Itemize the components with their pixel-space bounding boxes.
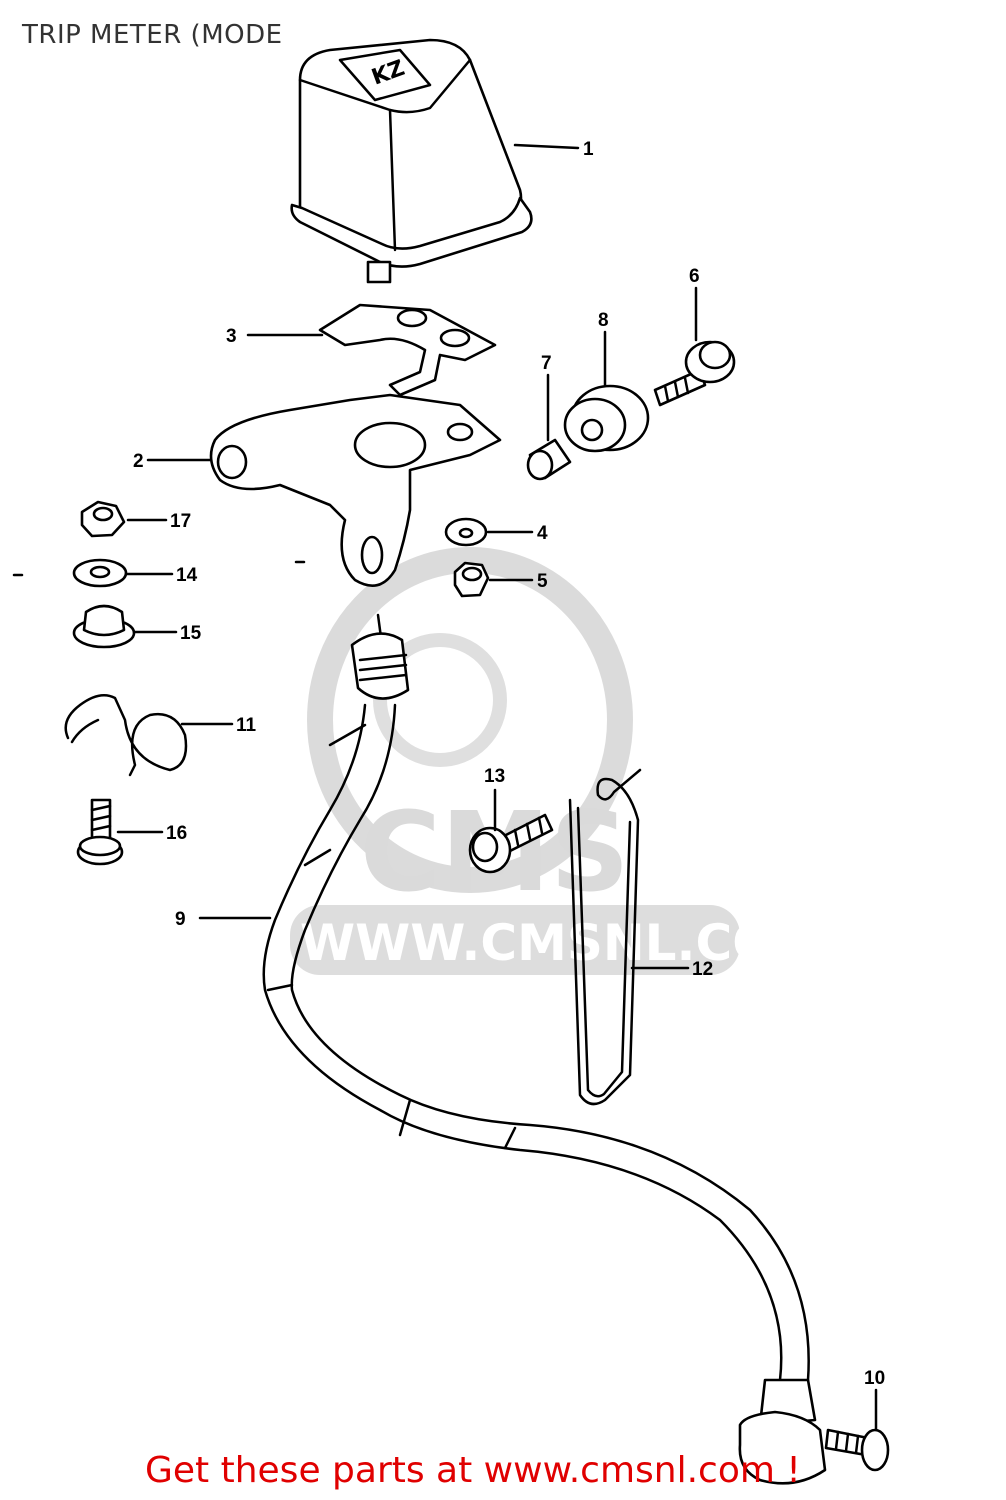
part-4-washer <box>444 517 488 547</box>
callout-6: 6 <box>689 266 700 287</box>
callout-7: 7 <box>541 353 552 374</box>
callout-15: 15 <box>180 623 202 644</box>
callout-11: 11 <box>236 715 257 736</box>
part-10-screw <box>824 1428 890 1472</box>
callout-14: 14 <box>176 565 198 586</box>
part-13-screw <box>468 813 554 874</box>
callout-1: 1 <box>583 139 594 160</box>
watermark-logo: CMS WWW.CMSNL.COM <box>290 547 825 975</box>
part-1-meter-housing: KZ <box>290 38 533 284</box>
part-8-grommet <box>563 384 650 453</box>
callout-2: 2 <box>133 451 144 472</box>
callout-16: 16 <box>166 823 187 844</box>
part-14-washer <box>72 558 128 588</box>
part-6-bolt <box>653 340 736 407</box>
part-17-nut <box>80 500 126 538</box>
part-7-sleeve <box>526 438 572 481</box>
callout-12: 12 <box>692 959 713 980</box>
callout-8: 8 <box>598 310 609 331</box>
stray-marks <box>12 560 306 577</box>
part-3-bracket-plate <box>318 303 497 397</box>
callout-5: 5 <box>537 571 548 592</box>
watermark-url-text: WWW.CMSNL.COM <box>300 914 825 972</box>
part-9-cable <box>262 613 827 1485</box>
part-16-screw <box>76 798 124 866</box>
footer-promo-link[interactable]: Get these parts at www.cmsnl.com ! <box>145 1450 801 1491</box>
part-15-cap-nut <box>72 604 136 649</box>
callout-9: 9 <box>175 909 186 930</box>
page-title: TRIP METER (MODE <box>22 20 283 50</box>
callout-labels: 1 2 3 4 5 6 7 8 9 10 11 12 13 14 15 16 1… <box>133 139 885 1389</box>
part-12-long-clip <box>568 768 642 1106</box>
part-11-spring-clip <box>64 693 188 777</box>
callout-10: 10 <box>864 1368 885 1389</box>
part-2-main-bracket <box>209 393 502 587</box>
part-5-nut <box>453 561 490 598</box>
leader-lines <box>116 143 878 1432</box>
callout-4: 4 <box>537 523 548 544</box>
callout-13: 13 <box>484 766 505 787</box>
callout-3: 3 <box>226 326 237 347</box>
callout-17: 17 <box>170 511 191 532</box>
